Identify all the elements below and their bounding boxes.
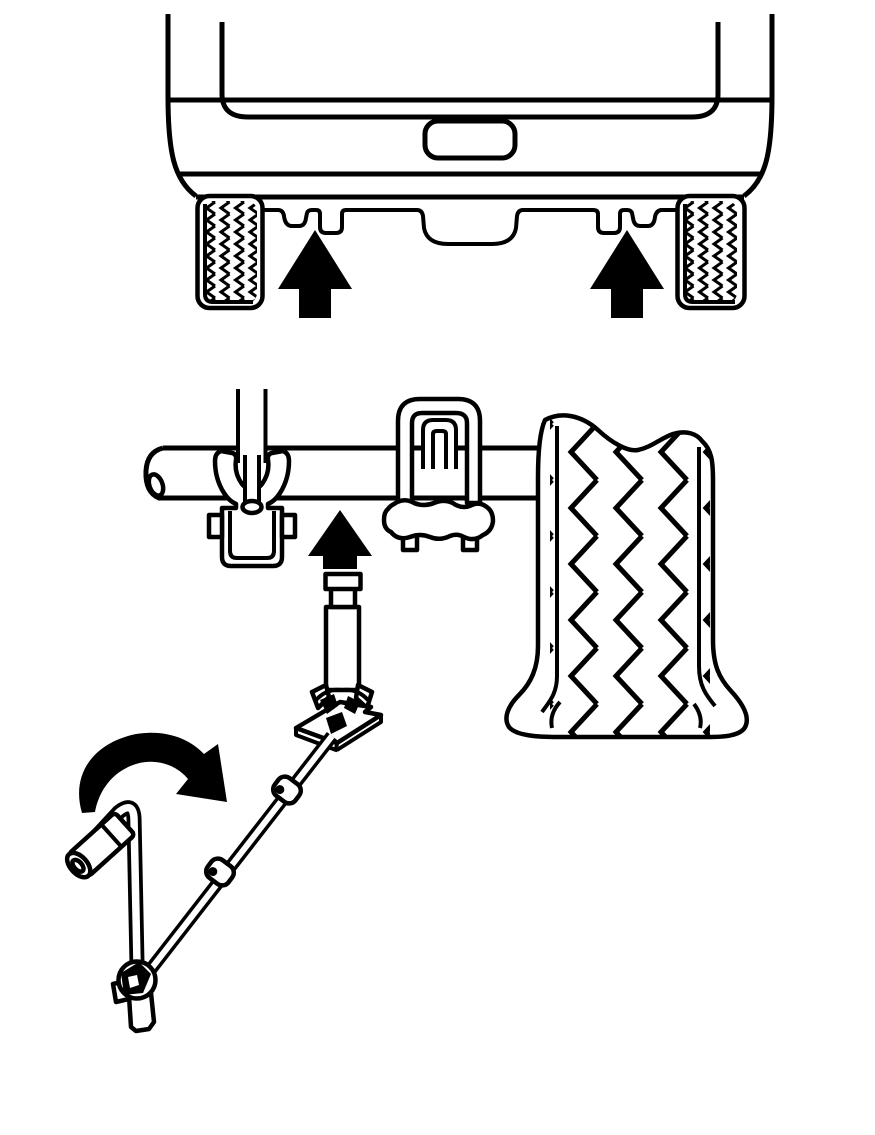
left-jacking-point-arrow-icon (278, 230, 352, 318)
tire-left-sidewall-band (540, 426, 559, 714)
rod-coupler-lower (203, 856, 237, 888)
tire-left-foot-crease (549, 700, 562, 729)
right-rear-tire (675, 193, 747, 311)
shock-rod-lower-fill (245, 455, 259, 503)
jack-mechanism-detail-left (320, 694, 338, 714)
axle-tube (143, 445, 553, 501)
shock-rod-fill (239, 389, 264, 463)
u-bolt-clamp (381, 396, 496, 553)
rod-coupler-lower-pin (208, 867, 218, 877)
jack-handle-extension (145, 732, 338, 973)
jack-handle-socket (326, 712, 347, 734)
rod-coupler-upper-pin (275, 785, 285, 795)
lift-point-arrow-icon (308, 510, 372, 569)
u-bolt-front-tube (395, 396, 483, 506)
jack-mechanism-detail-right (344, 696, 360, 714)
license-plate-recess (422, 118, 518, 161)
clevis-left-tab (206, 512, 225, 540)
tire-right-foot-crease (692, 702, 703, 729)
crank-grip (64, 811, 136, 880)
rotation-arrow-icon (79, 732, 227, 813)
rear-tire-inner-face (504, 413, 749, 740)
jack-under-rear-axle-view (64, 389, 749, 1034)
jack-collar-line (314, 687, 370, 702)
shock-absorber-mount (206, 389, 298, 569)
underbody-contour-with-jack-notches (238, 208, 702, 246)
crank-grip-end-hole (70, 857, 86, 874)
right-rear-tire-sidewall-line (683, 204, 735, 304)
jack-cap (323, 571, 363, 592)
clevis-right-tab (279, 512, 298, 540)
extension-rod-core (148, 734, 335, 971)
crank-handle (64, 800, 158, 1034)
left-rear-tire-sidewall-line (203, 204, 253, 304)
left-rear-tire (195, 193, 265, 311)
jack-ram (323, 604, 362, 693)
right-jacking-point-arrow-icon (590, 230, 664, 318)
body-outline-left (165, 14, 198, 199)
rod-coupler-upper (270, 774, 304, 806)
u-bolt-back-leg-outline (421, 418, 458, 469)
body-outline-right (742, 14, 775, 199)
truck-rear-view (165, 14, 775, 318)
left-rear-tire-tread (203, 201, 257, 303)
rod-coupler-lower-sleeve (203, 856, 237, 888)
tire-tread (550, 418, 710, 737)
right-rear-tire-tread (683, 201, 737, 303)
bottle-jack (293, 571, 384, 752)
spring-plate (381, 498, 496, 542)
clevis-pivot (240, 498, 264, 516)
tailgate-inner-outline (219, 22, 721, 120)
crank-arm-core (80, 803, 141, 964)
u-bolt-back-leg-fill (423, 420, 456, 469)
crank-grip-ferrule (99, 823, 123, 849)
clevis-bracket-inner (228, 511, 276, 560)
crank-lower-joint (110, 959, 158, 1034)
rod-coupler-upper-sleeve (270, 774, 304, 806)
jack-base-plate-thickness (294, 715, 383, 752)
joint-pawl-slot (128, 975, 139, 988)
axle-end-detail (146, 472, 166, 498)
tire-right-sidewall-band (697, 447, 717, 708)
